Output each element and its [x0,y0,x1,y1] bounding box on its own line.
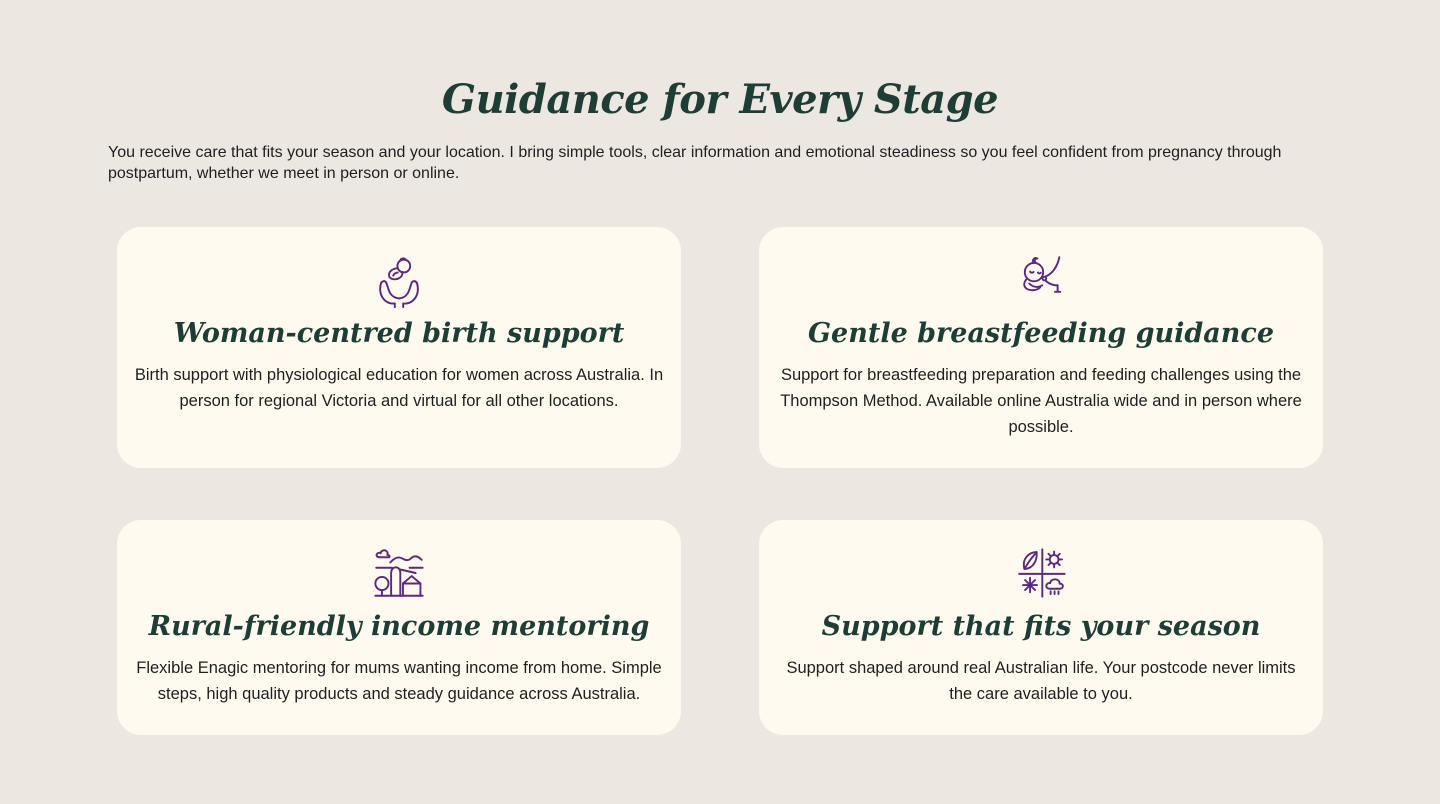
section-title: Guidance for Every Stage [441,76,999,123]
card-support-that-fits-your-season: Support that fits your season Support sh… [759,520,1323,735]
card-body: Support shaped around real Australian li… [786,659,1296,703]
hands-cradling-baby-icon [133,253,665,308]
section-intro: You receive care that fits your season a… [108,144,1282,182]
card-body: Birth support with physiological educati… [134,366,664,410]
breastfeeding-baby-icon [775,253,1307,307]
rural-landscape-icon [133,546,665,600]
cards-grid: Woman-centred birth support Birth suppor… [117,227,1323,735]
card-woman-centred-birth-support: Woman-centred birth support Birth suppor… [117,227,681,468]
guidance-section: Guidance for Every Stage You receive car… [108,76,1323,735]
card-rural-friendly-income-mentoring: Rural-friendly income mentoring Flexible… [117,520,681,735]
card-body: Support for breastfeeding preparation an… [780,366,1302,436]
card-title: Support that fits your season [821,611,1261,642]
card-gentle-breastfeeding-guidance: Gentle breastfeeding guidance Support fo… [759,227,1323,468]
card-title: Gentle breastfeeding guidance [807,318,1275,349]
card-title: Woman-centred birth support [173,318,625,349]
card-title: Rural-friendly income mentoring [148,611,650,642]
four-seasons-icon [775,546,1307,600]
card-body: Flexible Enagic mentoring for mums wanti… [136,659,662,703]
